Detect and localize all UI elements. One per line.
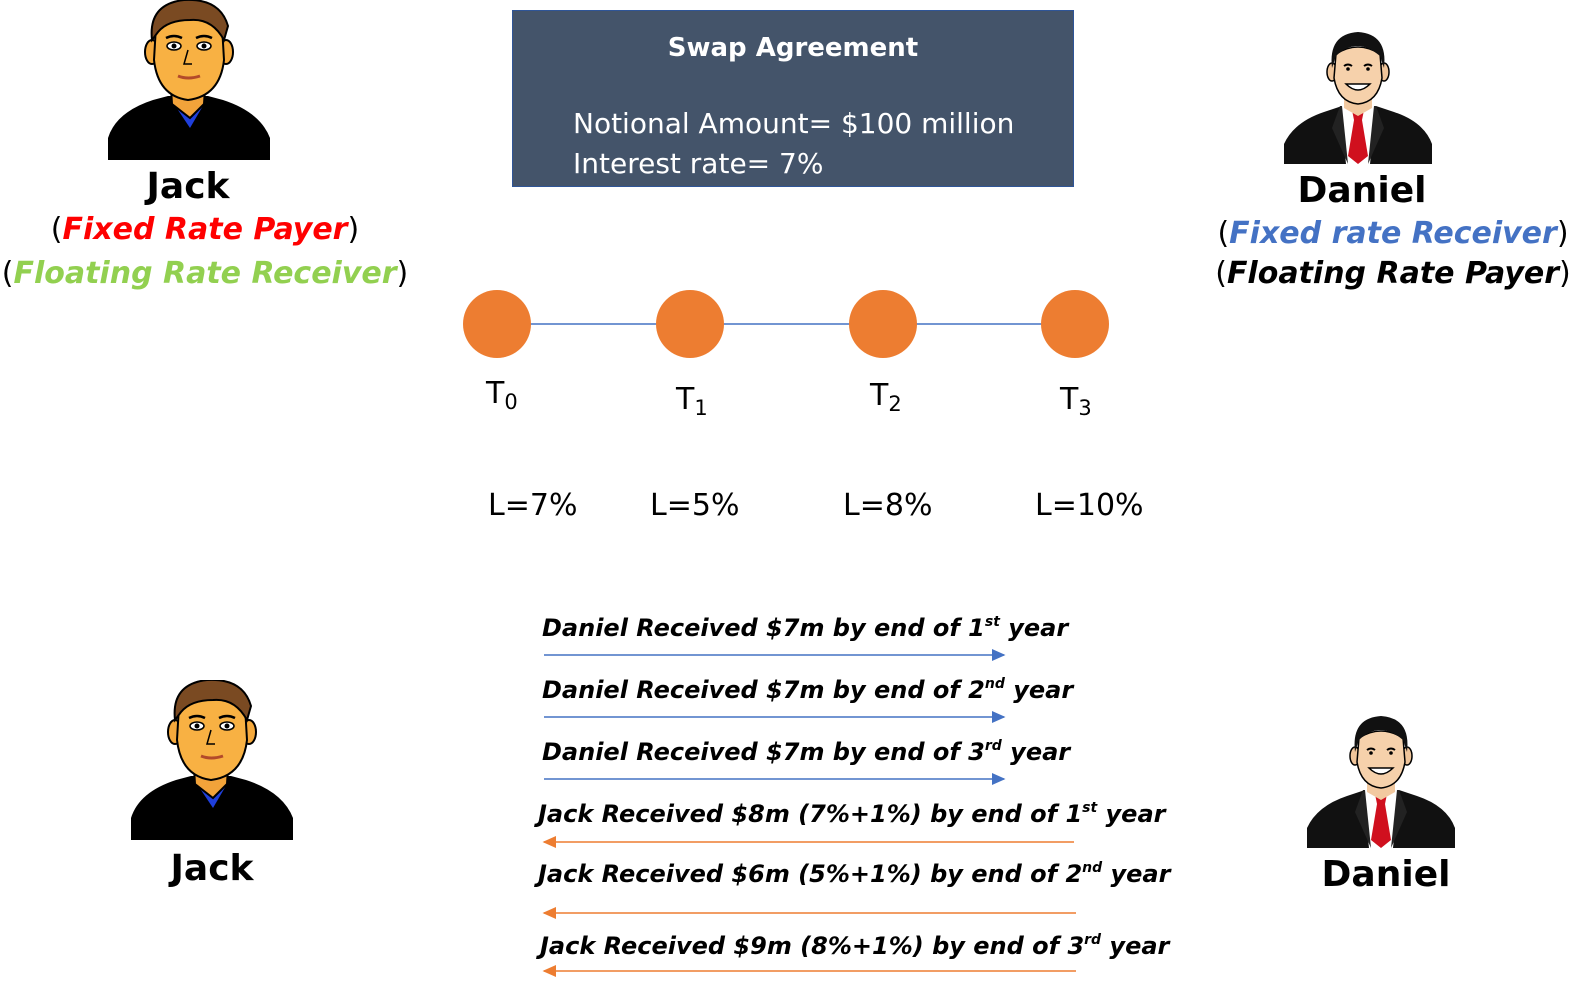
jack-role-floating-text: Floating Rate Receiver: [13, 256, 397, 291]
flow-daniel-year3-end: year: [1001, 738, 1071, 766]
jack-name-bottom: Jack: [170, 848, 254, 889]
daniel-name-top: Daniel: [1297, 170, 1427, 211]
flow-daniel-year3: Daniel Received $7m by end of 3rd year: [542, 738, 1070, 766]
daniel-name-bottom: Daniel: [1321, 854, 1451, 895]
time-label-t3: T3: [1060, 382, 1092, 420]
timeline-node-t2: [849, 290, 917, 358]
time-label-t0-main: T: [486, 376, 505, 411]
daniel-role-fixed-text: Fixed rate Receiver: [1229, 216, 1557, 251]
flow-jack-year1: Jack Received $8m (7%+1%) by end of 1st …: [538, 800, 1165, 828]
timeline-node-t1: [656, 290, 724, 358]
jack-role-fixed: (Fixed Rate Payer): [50, 212, 360, 247]
flow-daniel-year2: Daniel Received $7m by end of 2nd year: [542, 676, 1073, 704]
flow-daniel-year2-sup: nd: [984, 676, 1005, 692]
flow-daniel-year1-sup: st: [984, 614, 1000, 630]
jack-name-top: Jack: [146, 166, 230, 207]
flow-daniel-year1-end: year: [999, 614, 1069, 642]
flow-daniel-year2-end: year: [1004, 676, 1074, 704]
flow-jack-year1-end: year: [1097, 800, 1166, 828]
swap-agreement-box: Swap Agreement Notional Amount= $100 mil…: [512, 10, 1074, 187]
time-label-t2-main: T: [870, 378, 889, 413]
daniel-role-floating: (Floating Rate Payer): [1215, 256, 1571, 291]
daniel-role-floating-text: Floating Rate Payer: [1226, 256, 1560, 291]
flow-daniel-year2-text: Daniel Received $7m by end of 2: [542, 676, 985, 704]
flow-daniel-year1: Daniel Received $7m by end of 1st year: [542, 614, 1068, 642]
time-label-t3-main: T: [1060, 382, 1079, 417]
flow-jack-year1-text: Jack Received $8m (7%+1%) by end of 1: [538, 800, 1083, 828]
libor-label-t0: L=7%: [488, 488, 578, 523]
flow-jack-year2-text: Jack Received $6m (5%+1%) by end of 2: [538, 860, 1083, 888]
flow-daniel-year3-sup: rd: [984, 738, 1002, 754]
agreement-notional: Notional Amount= $100 million: [573, 107, 1015, 140]
time-label-t3-sub: 3: [1078, 396, 1092, 420]
time-label-t1: T1: [676, 382, 708, 420]
flow-jack-year3: Jack Received $9m (8%+1%) by end of 3rd …: [540, 932, 1169, 960]
time-label-t0: T0: [486, 376, 518, 414]
flow-jack-year2-sup: nd: [1082, 860, 1103, 876]
flow-jack-year3-sup: rd: [1084, 932, 1102, 948]
flow-jack-year3-end: year: [1101, 932, 1170, 960]
flow-jack-year2-end: year: [1102, 860, 1171, 888]
jack-role-floating: (Floating Rate Receiver): [1, 256, 409, 291]
timeline-node-t0: [463, 290, 531, 358]
libor-label-t2: L=8%: [843, 488, 933, 523]
libor-label-t3: L=10%: [1035, 488, 1144, 523]
time-label-t0-sub: 0: [504, 390, 518, 414]
time-label-t2: T2: [870, 378, 902, 416]
timeline-node-t3: [1041, 290, 1109, 358]
agreement-rate: Interest rate= 7%: [573, 147, 824, 180]
flow-daniel-year3-text: Daniel Received $7m by end of 3: [542, 738, 985, 766]
flow-jack-year1-sup: st: [1082, 800, 1098, 816]
flow-jack-year3-text: Jack Received $9m (8%+1%) by end of 3: [540, 932, 1085, 960]
daniel-role-fixed: (Fixed rate Receiver): [1217, 216, 1569, 251]
flow-daniel-year1-text: Daniel Received $7m by end of 1: [542, 614, 985, 642]
time-label-t2-sub: 2: [888, 392, 902, 416]
jack-role-fixed-text: Fixed Rate Payer: [62, 212, 348, 247]
libor-label-t1: L=5%: [650, 488, 740, 523]
time-label-t1-sub: 1: [694, 396, 708, 420]
agreement-title: Swap Agreement: [667, 33, 919, 63]
flow-jack-year2: Jack Received $6m (5%+1%) by end of 2nd …: [538, 860, 1170, 888]
time-label-t1-main: T: [676, 382, 695, 417]
